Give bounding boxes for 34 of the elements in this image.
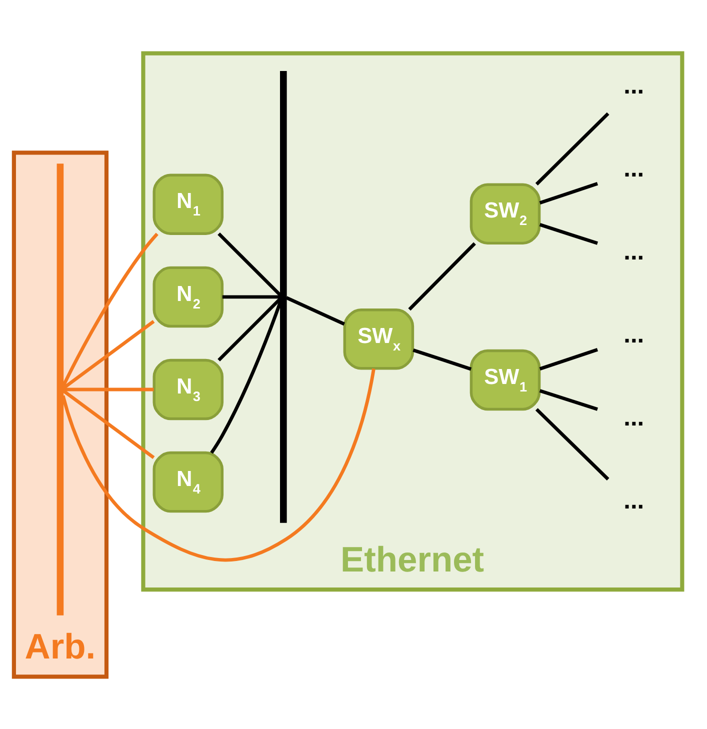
connector xyxy=(539,348,598,370)
node-box: SW$_{1}$ xyxy=(470,348,541,410)
node-text: ... xyxy=(624,154,644,182)
node-box: SW$_{x}$ xyxy=(343,308,414,370)
node-text: ... xyxy=(624,486,644,514)
connector xyxy=(62,387,154,391)
cluster: Arb. xyxy=(12,150,109,678)
connector xyxy=(286,296,345,326)
connector xyxy=(412,348,472,370)
node-box: N$_{3}$ xyxy=(152,358,224,420)
connector xyxy=(218,296,282,361)
connector xyxy=(222,294,281,298)
connector xyxy=(535,408,610,480)
node-box: SW$_{2}$ xyxy=(470,182,541,244)
connector xyxy=(539,388,598,410)
connector xyxy=(62,232,158,387)
node-bar xyxy=(280,70,287,522)
node-box: N$_{4}$ xyxy=(152,450,224,512)
connector xyxy=(210,300,282,454)
connector xyxy=(535,112,610,185)
connector xyxy=(62,320,155,390)
connector xyxy=(539,182,598,204)
node-text: ... xyxy=(624,238,644,265)
connector xyxy=(62,388,155,458)
node-text: ... xyxy=(624,72,644,99)
node-box: N$_{2}$ xyxy=(152,266,224,328)
connector xyxy=(61,368,376,562)
node-text: ... xyxy=(624,320,644,348)
node-text: ... xyxy=(624,404,644,431)
node-bar xyxy=(56,163,64,615)
connector xyxy=(408,242,476,310)
node-box: N$_{1}$ xyxy=(152,173,224,235)
connector xyxy=(539,222,598,244)
connector xyxy=(218,232,282,296)
